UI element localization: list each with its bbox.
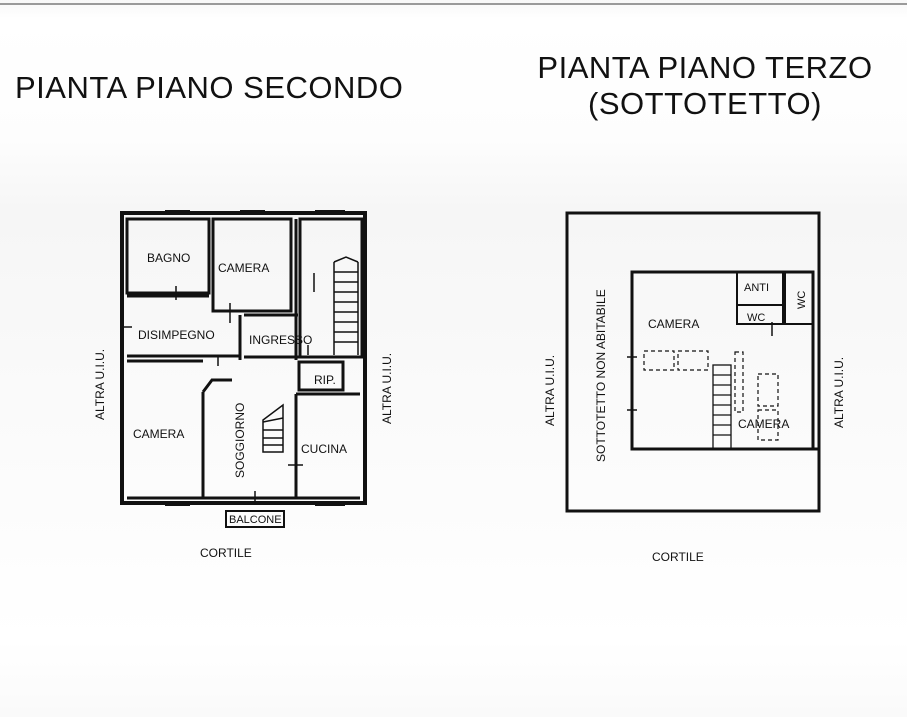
stairs-spiral: [262, 403, 284, 453]
room-rip: RIP.: [314, 373, 336, 387]
room-soggiorno: SOGGIORNO: [233, 403, 247, 478]
room-cucina: CUCINA: [301, 442, 347, 456]
stairs-third: [712, 364, 732, 450]
stairs-main: [333, 256, 359, 355]
label-altra-right-second: ALTRA U.I.U.: [380, 353, 394, 424]
outer-walls-third: [565, 211, 821, 513]
room-camera-top: CAMERA: [218, 261, 269, 275]
room-bagno: BAGNO: [147, 251, 190, 265]
door-marks: [122, 273, 315, 505]
label-sottotetto: SOTTOTETTO NON ABITABILE: [594, 289, 608, 462]
balcone-outline: [225, 510, 285, 528]
title-third-floor-line1: PIANTA PIANO TERZO: [537, 50, 873, 85]
room-balcone: BALCONE: [229, 514, 282, 526]
skylights: [643, 350, 779, 441]
room-anti: ANTI: [744, 282, 769, 294]
plan-third-floor: [565, 211, 821, 513]
room-camera-third-bottom: CAMERA: [738, 417, 789, 431]
room-camera-left: CAMERA: [133, 427, 184, 441]
title-third-floor: PIANTA PIANO TERZO (SOTTOTETTO): [520, 50, 890, 122]
label-altra-left-second: ALTRA U.I.U.: [93, 349, 107, 420]
bathroom-block: [736, 271, 814, 325]
windows-top: [165, 210, 345, 506]
door-marks-third: [627, 322, 773, 411]
label-cortile-third: CORTILE: [652, 550, 704, 564]
plan-second-floor: [120, 210, 367, 528]
room-camera-third-top: CAMERA: [648, 317, 699, 331]
top-rule: [0, 3, 907, 5]
room-wc-small: WC: [747, 312, 765, 324]
label-altra-left-third: ALTRA U.I.U.: [543, 355, 557, 426]
label-cortile-second: CORTILE: [200, 546, 252, 560]
label-altra-right-third: ALTRA U.I.U.: [832, 357, 846, 428]
internal-walls: [125, 217, 364, 500]
room-ingresso: INGRESSO: [249, 333, 312, 347]
room-wc-side: WC: [796, 291, 808, 309]
title-third-floor-line2: (SOTTOTETTO): [588, 86, 822, 121]
title-second-floor: PIANTA PIANO SECONDO: [15, 70, 404, 105]
room-disimpegno: DISIMPEGNO: [138, 328, 215, 342]
outer-walls: [120, 211, 367, 505]
